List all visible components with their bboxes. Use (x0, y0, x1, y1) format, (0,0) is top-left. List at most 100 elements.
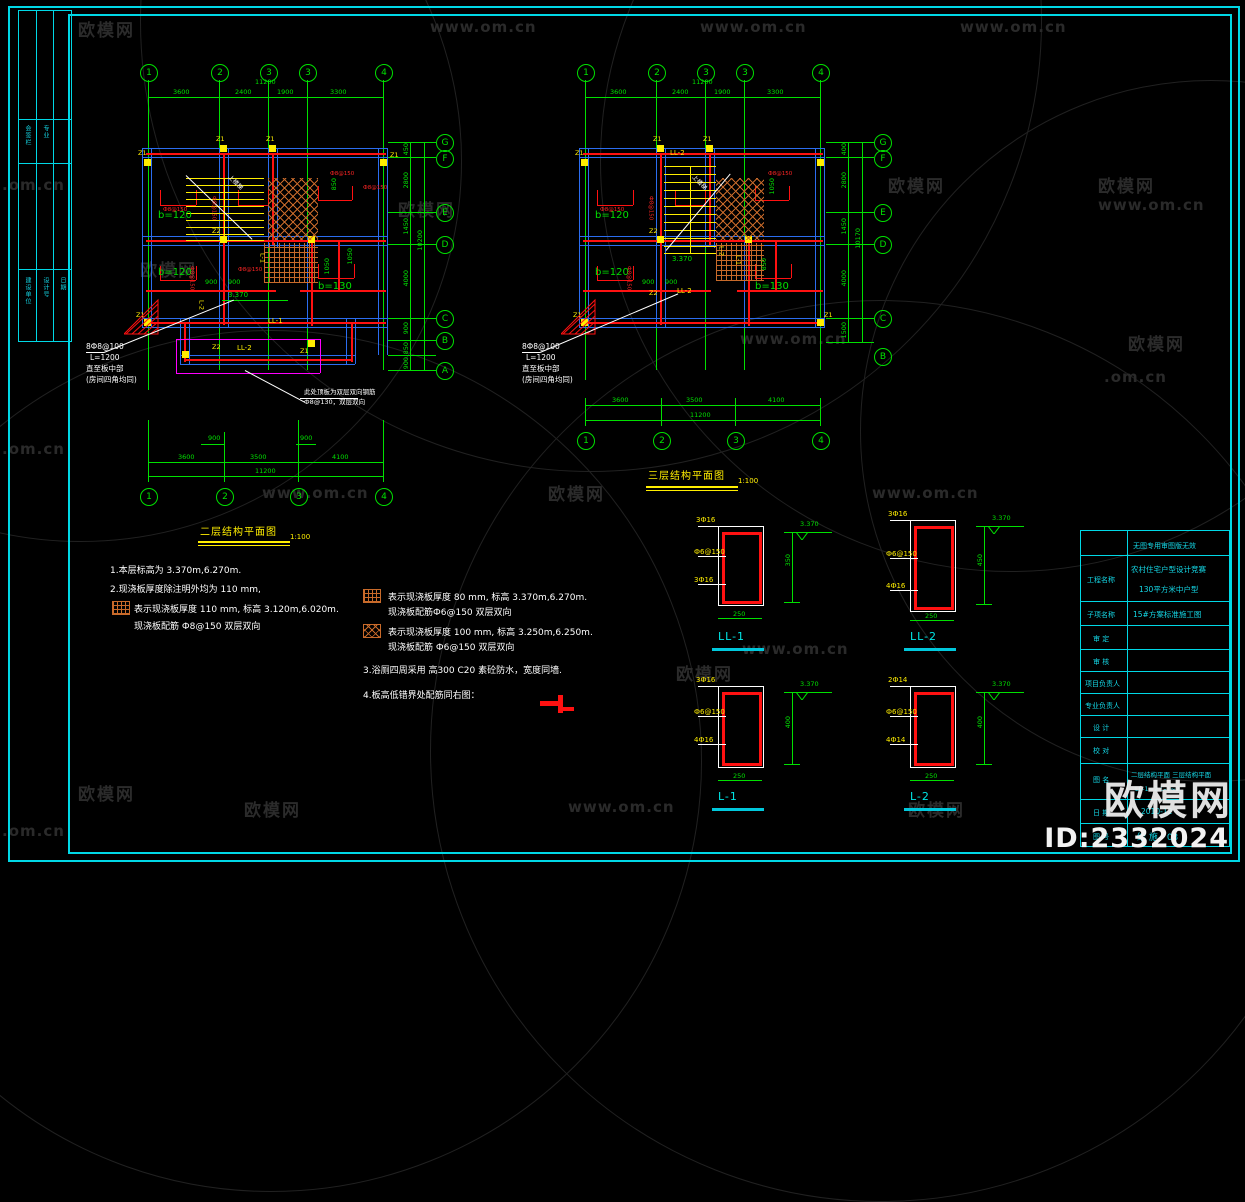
callout-underline (522, 352, 540, 353)
dimension-value: 3600 (173, 88, 190, 96)
title-block-label: 图 名 (1093, 776, 1110, 784)
elevation-leader (788, 692, 832, 693)
dim-line (148, 476, 383, 477)
title-block-divider (1081, 671, 1229, 672)
detail-boundary (176, 373, 320, 374)
notes-block: 1.本层标高为 3.370m,6.270m. 2.现浇板厚度除注明外均为 110… (110, 555, 650, 713)
title-block-value: LL-1~2 L-1~2 (1135, 785, 1180, 793)
plan-scale: 1:100 (290, 533, 311, 541)
title-block-divider (1081, 555, 1229, 556)
sheet-border-inner (68, 14, 1232, 854)
rebar-hook (238, 205, 268, 206)
beam-tag: LL-1 (268, 317, 283, 325)
wall-line (579, 148, 580, 328)
callout-leader (244, 370, 306, 403)
width-dim: 250 (925, 772, 938, 780)
dim-tick (820, 80, 821, 370)
grid-bubble: E (874, 204, 892, 222)
dim-tick (820, 398, 821, 426)
dim-tick (148, 420, 149, 482)
title-block-label: 项目负责人 (1085, 680, 1120, 688)
height-dim: 450 (976, 554, 984, 567)
sheet-border-outer (8, 6, 1240, 862)
wall-line (588, 148, 589, 328)
column-marker (657, 236, 664, 243)
note-line: 2.现浇板厚度除注明外均为 110 mm, (110, 585, 261, 595)
note-line: 表示现浇板厚度 110 mm, 标高 3.120m,6.020m. (134, 605, 339, 615)
rebar-spacing-label: Ф8@150 (188, 266, 195, 291)
note-line: 3.浴厕四周采用 高300 C20 素砼防水，宽度同墙. (363, 666, 562, 676)
wall-line (180, 318, 181, 364)
level-symbol-icon (796, 532, 808, 540)
bar-leader (698, 556, 726, 557)
bottom-bars-label: 3Ф16 (694, 576, 714, 584)
column-marker (144, 159, 151, 166)
dimension-value: 3600 (610, 88, 627, 96)
rebar-hook (633, 190, 634, 205)
dimension-total: 11200 (690, 411, 711, 419)
title-block-divider (1081, 715, 1229, 716)
dimension-value: 900 (205, 278, 218, 286)
top-bars-label: 3Ф16 (696, 676, 716, 684)
note-line: 1.本层标高为 3.370m,6.270m. (110, 566, 242, 576)
dim-tick (826, 157, 874, 158)
dimension-value: 2400 (672, 88, 689, 96)
beam-line (184, 359, 352, 361)
wall-line (180, 355, 355, 356)
rebar-hook (755, 200, 789, 201)
title-block-label: 校 对 (1093, 747, 1110, 755)
dimension-value: 4000 (840, 270, 848, 287)
level-symbol-icon (988, 692, 1000, 700)
elevation-mark: 3.370 (228, 291, 249, 299)
stirrup-label: Ф6@150 (886, 550, 917, 558)
slab-step-detail-icon (540, 695, 574, 713)
callout-text: L=1200 (526, 353, 556, 362)
dim-tick (784, 602, 800, 603)
rebar-hook (597, 266, 598, 280)
dimension-value: 3500 (250, 453, 267, 461)
grid-bubble: C (874, 310, 892, 328)
wall-thickness-label: b=120 (595, 267, 629, 278)
beam-line (146, 290, 276, 292)
dim-line (410, 142, 411, 370)
stirrup-label: Ф6@150 (694, 548, 725, 556)
title-underline (646, 486, 738, 488)
column-marker (581, 319, 588, 326)
width-dim: 250 (733, 772, 746, 780)
column-marker (380, 159, 387, 166)
title-block-value: 2010-12 (1141, 807, 1173, 816)
watermark-logo: 欧模网 (676, 665, 733, 685)
column-tag: Z1 (390, 151, 399, 159)
beam-line (583, 290, 711, 292)
dim-line (585, 97, 820, 98)
grid-bubble: 4 (812, 64, 830, 82)
rebar-hook (318, 186, 319, 200)
column-tag: Z1 (136, 311, 145, 319)
elevation-mark: 3.370 (672, 255, 693, 263)
level-symbol-icon (988, 526, 1000, 534)
wall-line (180, 364, 355, 365)
wall-line (579, 157, 824, 158)
height-dim: 400 (784, 716, 792, 729)
bar-leader (698, 686, 744, 687)
dimension-value: 3600 (178, 453, 195, 461)
signature-strip: 会签栏 专业 建设单位 设计号 日期 (18, 10, 72, 342)
column-marker (581, 159, 588, 166)
callout-text: L=1200 (90, 353, 120, 362)
wall-line (346, 318, 347, 364)
dim-line (792, 692, 793, 764)
rebar-spacing-label: Ф8@150 (625, 266, 632, 291)
callout-text: 8Ф8@100 (522, 342, 560, 351)
dimension-value: 2800 (402, 172, 410, 189)
watermark-url: .om.cn (2, 440, 65, 458)
watermark-logo: 欧模网 (78, 785, 135, 805)
grid-bubble: 3 (697, 64, 715, 82)
rebar-spacing-label: Ф8@150 (163, 207, 188, 213)
dimension-total: 11200 (255, 78, 276, 86)
slab-hatch-100 (716, 178, 764, 240)
wall-line (579, 245, 824, 246)
bar-leader (698, 584, 726, 585)
elevation-mark: 3.370 (992, 680, 1011, 688)
dim-line (984, 692, 985, 764)
grid-bubble: D (436, 236, 454, 254)
